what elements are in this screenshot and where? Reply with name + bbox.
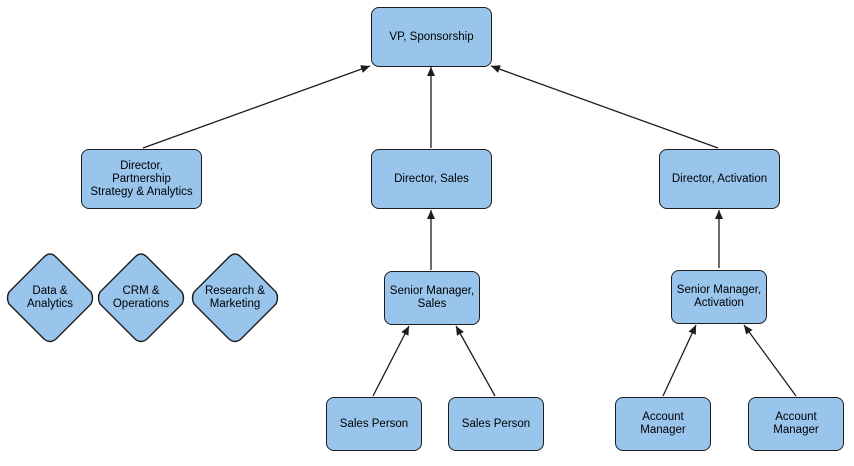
node-account-manager-1[interactable]: Account Manager — [615, 397, 711, 451]
node-director-sales[interactable]: Director, Sales — [371, 149, 492, 209]
node-vp-sponsorship[interactable]: VP, Sponsorship — [371, 7, 492, 67]
node-vp-sponsorship-label: VP, Sponsorship — [389, 30, 474, 43]
node-sales-person-2-label: Sales Person — [461, 417, 531, 430]
diamond-research-marketing[interactable]: Research & Marketing — [189, 252, 281, 344]
diamond-crm-operations-label: CRM & Operations — [112, 285, 170, 310]
edge-partnership-to-vp — [142, 65, 371, 149]
diamond-data-analytics[interactable]: Data & Analytics — [4, 252, 96, 344]
node-account-manager-2-label: Account Manager — [773, 411, 819, 436]
edge-activation-to-vp — [490, 65, 719, 149]
edge-account-manager-2-to-sm-activation — [743, 324, 797, 397]
node-senior-manager-sales[interactable]: Senior Manager, Sales — [384, 271, 480, 325]
node-senior-manager-activation-label: Senior Manager, Activation — [676, 284, 762, 309]
node-director-activation-label: Director, Activation — [671, 172, 768, 185]
node-senior-manager-sales-label: Senior Manager, Sales — [389, 285, 475, 310]
diamond-data-analytics-shape — [6, 253, 94, 343]
node-director-partnership-label: Director, Partnership Strategy & Analyti… — [90, 159, 193, 198]
diamond-research-marketing-shape — [191, 253, 279, 343]
diamond-crm-operations[interactable]: CRM & Operations — [95, 252, 187, 344]
node-sales-person-1-label: Sales Person — [339, 417, 409, 430]
node-director-partnership[interactable]: Director, Partnership Strategy & Analyti… — [81, 149, 202, 209]
edge-account-manager-1-to-sm-activation — [662, 324, 697, 397]
node-account-manager-1-label: Account Manager — [640, 411, 686, 436]
node-sales-person-2[interactable]: Sales Person — [448, 397, 544, 451]
node-sales-person-1[interactable]: Sales Person — [326, 397, 422, 451]
edge-sales-person-2-to-sm-sales — [455, 325, 496, 397]
edge-sales-person-1-to-sm-sales — [372, 325, 410, 397]
node-director-activation[interactable]: Director, Activation — [659, 149, 780, 209]
node-account-manager-2[interactable]: Account Manager — [748, 397, 844, 451]
diamond-crm-operations-shape — [97, 253, 185, 343]
diamond-data-analytics-label: Data & Analytics — [26, 285, 74, 310]
diamond-research-marketing-label: Research & Marketing — [204, 285, 266, 310]
node-director-sales-label: Director, Sales — [394, 172, 469, 185]
node-senior-manager-activation[interactable]: Senior Manager, Activation — [671, 270, 767, 324]
